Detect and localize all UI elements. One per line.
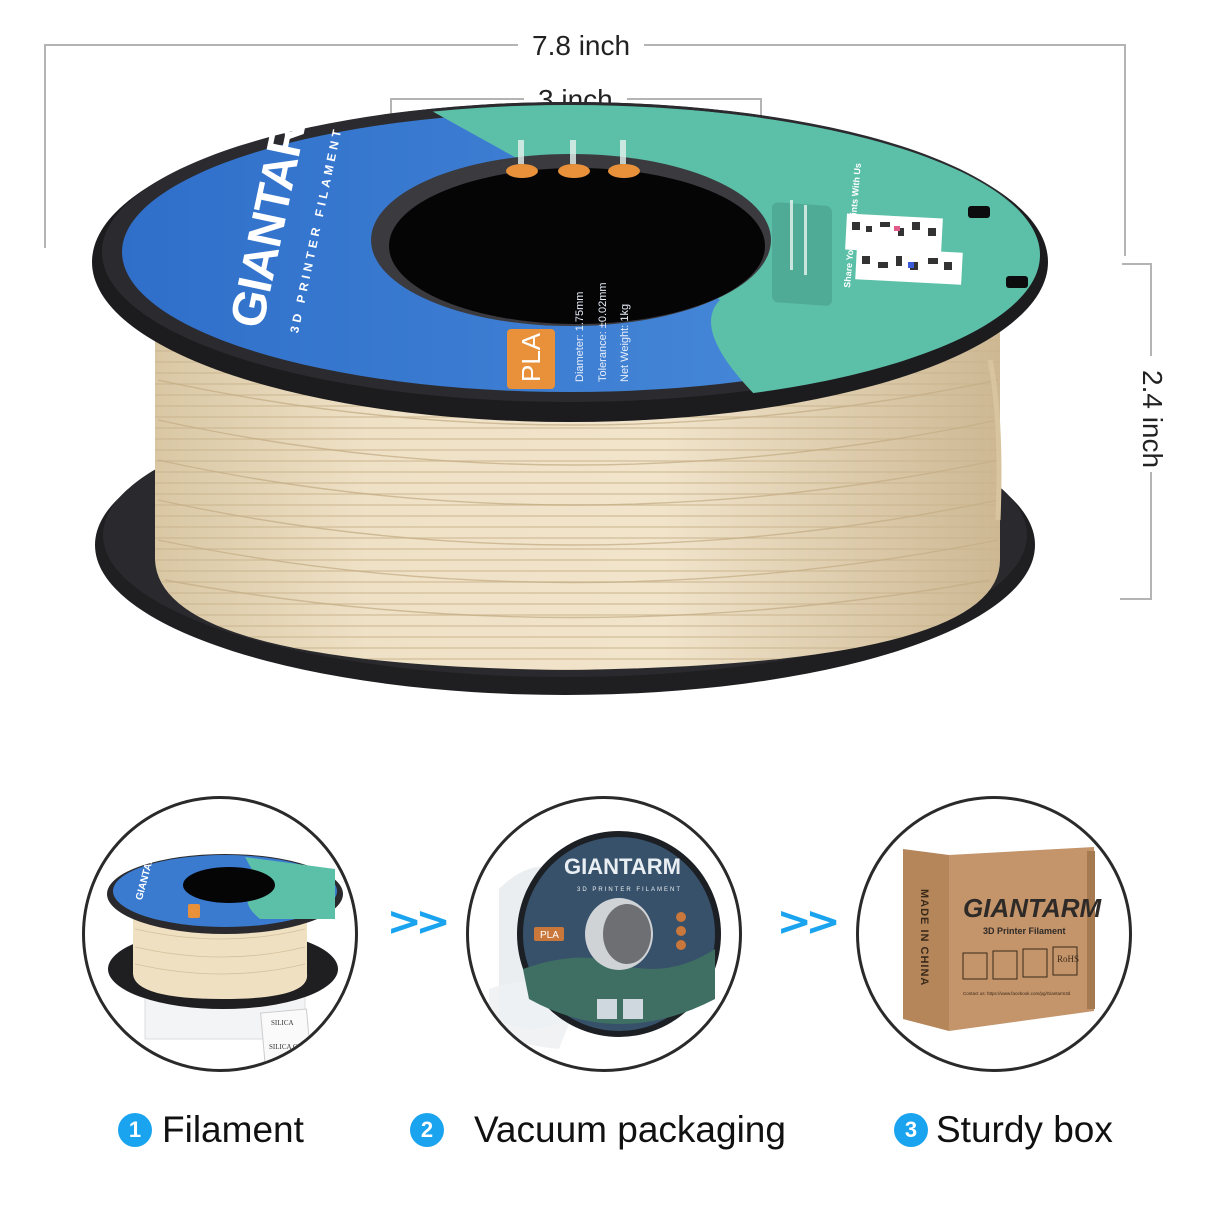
qr-codes — [845, 213, 963, 285]
step-number-badge: 2 — [410, 1113, 444, 1147]
outer-dim-line-left — [44, 44, 46, 248]
step-filament: 1 Filament — [118, 1107, 304, 1153]
vacuum-brand-text: GIANTARM — [564, 854, 681, 879]
svg-text:3D PRINTER FILAMENT: 3D PRINTER FILAMENT — [577, 887, 682, 893]
svg-text:SILICA GEL: SILICA GEL — [269, 1043, 307, 1051]
svg-text:PLA: PLA — [540, 930, 559, 941]
box-brand-text: GIANTARM — [963, 893, 1103, 923]
box-subtitle: 3D Printer Filament — [983, 926, 1066, 936]
step-label: Vacuum packaging — [474, 1109, 786, 1150]
height-dim-line-bottom — [1120, 598, 1152, 600]
rohs-text: RoHS — [1057, 954, 1079, 964]
svg-text:Net Weight: 1kg: Net Weight: 1kg — [619, 304, 631, 382]
arrow-icon-1: >> — [386, 899, 451, 945]
feature-icons — [506, 140, 640, 178]
svg-text:Diameter: 1.75mm: Diameter: 1.75mm — [574, 292, 586, 382]
top-flange — [92, 102, 1048, 422]
svg-text:Tolerance: ±0.02mm: Tolerance: ±0.02mm — [597, 282, 609, 382]
step-number-badge: 1 — [118, 1113, 152, 1147]
svg-text:PLA: PLA — [516, 332, 546, 382]
box-side-text: MADE IN CHINA — [918, 889, 930, 986]
step-sturdy-box: 3 Sturdy box — [894, 1107, 1113, 1153]
outer-dim-line-right — [1124, 44, 1126, 256]
arrow-icon-2: >> — [776, 899, 841, 945]
step-vacuum-packaging: 2 Vacuum packaging — [410, 1107, 786, 1153]
step-label: Sturdy box — [936, 1109, 1113, 1150]
silica-text: SILICA — [271, 1019, 294, 1027]
filament-spool-image: GIANTARM 3D PRINTER FILAMENT PLA Diamete… — [92, 102, 1048, 695]
outer-diameter-label: 7.8 inch — [518, 30, 645, 62]
notice-box — [772, 202, 832, 306]
box-contact-text: Contact us: https://www.facebook.com/pg/… — [963, 991, 1071, 996]
filament-thumbnail: SILICA SILICA GEL GIANTARM — [82, 796, 358, 1072]
material-badge: PLA — [507, 329, 555, 389]
sturdy-box-thumbnail: MADE IN CHINA GIANTARM 3D Printer Filame… — [856, 796, 1132, 1072]
height-dim-line-top — [1122, 263, 1152, 265]
vacuum-packaging-thumbnail: GIANTARM 3D PRINTER FILAMENT PLA — [466, 796, 742, 1072]
step-label: Filament — [162, 1109, 304, 1150]
spool-specs: Diameter: 1.75mm Tolerance: ±0.02mm Net … — [574, 282, 631, 382]
step-number-badge: 3 — [894, 1113, 928, 1147]
